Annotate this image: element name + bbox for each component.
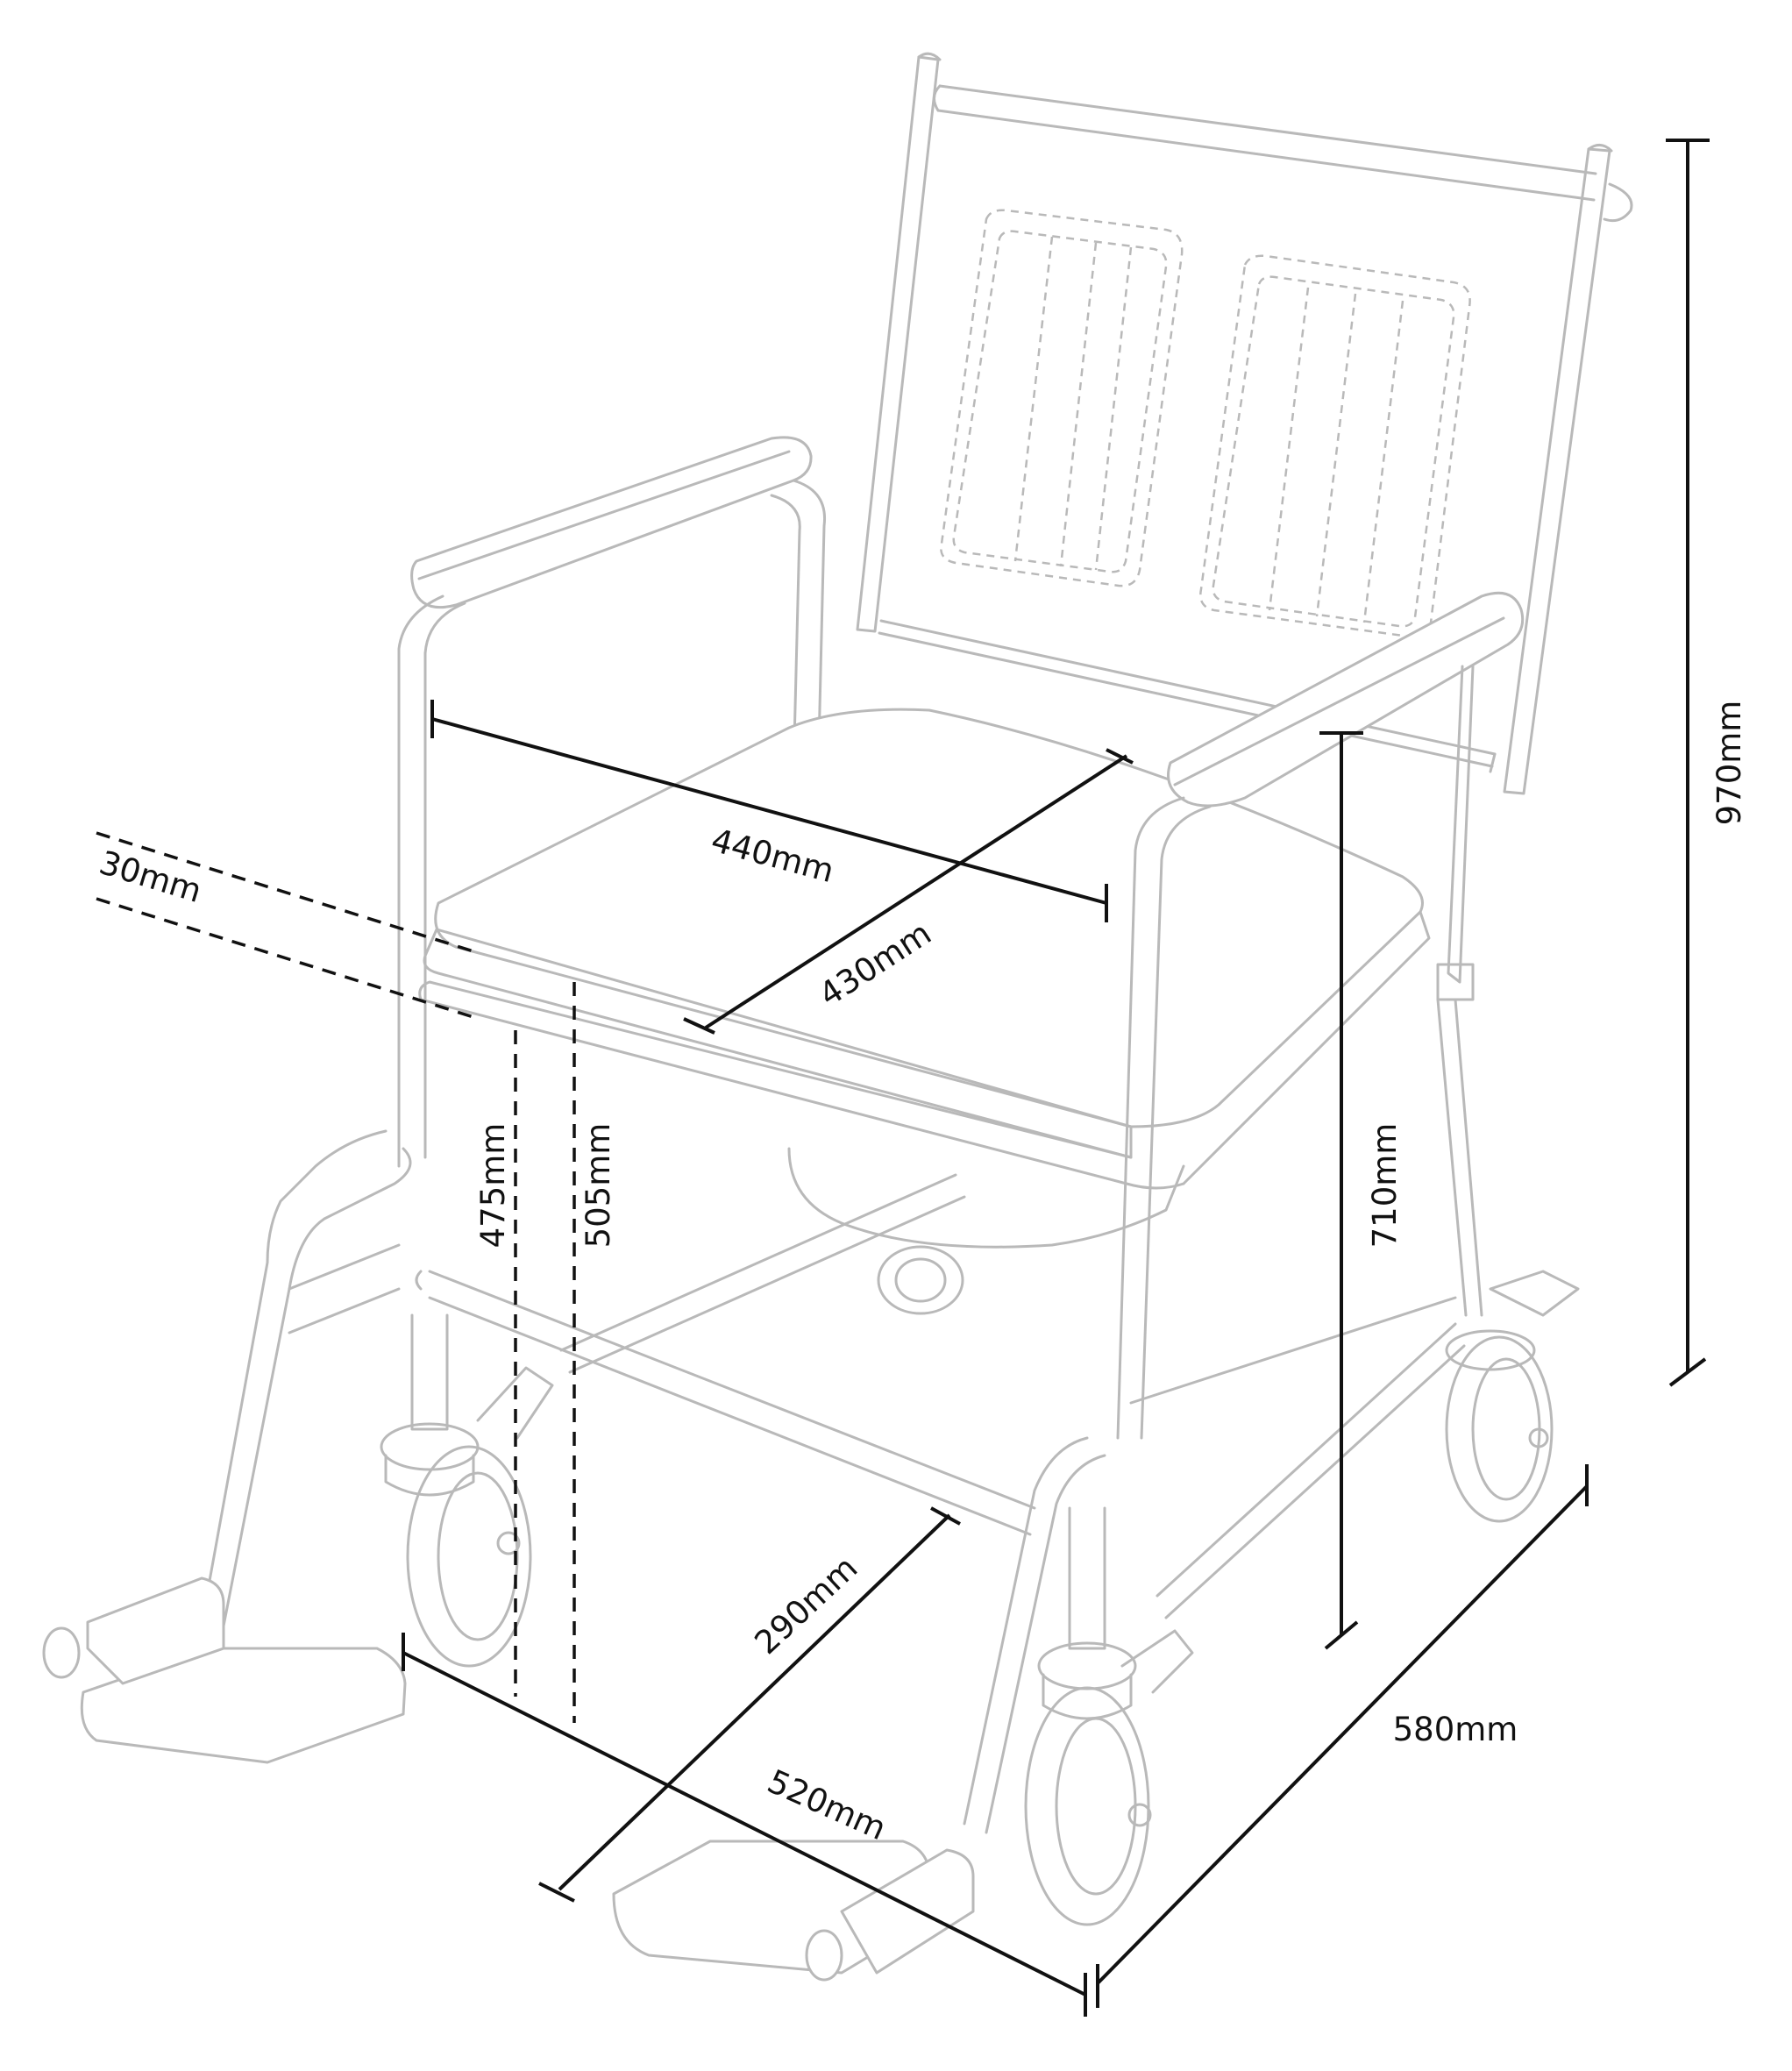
label-overall-depth: 580mm	[1393, 1711, 1518, 1748]
right-front-caster	[1024, 1506, 1194, 1926]
label-overall-width: 520mm	[762, 1762, 892, 1847]
label-seat-height-high: 505mm	[580, 1123, 617, 1249]
left-armrest	[397, 436, 827, 1168]
dim-back-height-line	[1666, 139, 1710, 1387]
rear-small-wheel	[877, 1245, 964, 1315]
lower-frame	[415, 1173, 1466, 1619]
label-footrest-length: 290mm	[748, 1548, 865, 1662]
left-front-caster	[380, 1313, 554, 1668]
dim-cushion-lines	[96, 831, 474, 1019]
label-armrest-height: 710mm	[1366, 1123, 1404, 1249]
label-cushion-thickness: 30mm	[95, 843, 206, 910]
dim-footrest-line	[538, 1506, 961, 1903]
back-pads	[940, 209, 1471, 638]
label-back-height: 970mm	[1710, 701, 1748, 826]
dim-overall-depth-line	[1096, 1464, 1589, 2008]
rear-caster	[1445, 1270, 1580, 1523]
label-seat-height-low: 475mm	[474, 1123, 512, 1249]
left-footrest	[42, 1129, 412, 1764]
dim-seat-depth-line	[683, 748, 1134, 1035]
seat	[418, 708, 1431, 1249]
dim-overall-width-line	[402, 1633, 1087, 2017]
right-armrest	[1116, 591, 1525, 1440]
dim-seat-height-lines	[514, 982, 576, 1723]
chair-drawing	[42, 52, 1633, 1982]
dimension-lines	[96, 139, 1710, 2017]
dim-seat-width-line	[430, 700, 1108, 922]
dim-armrest-height-line	[1319, 731, 1363, 1650]
right-footrest	[612, 1436, 1106, 1982]
backrest-frame	[856, 52, 1633, 795]
